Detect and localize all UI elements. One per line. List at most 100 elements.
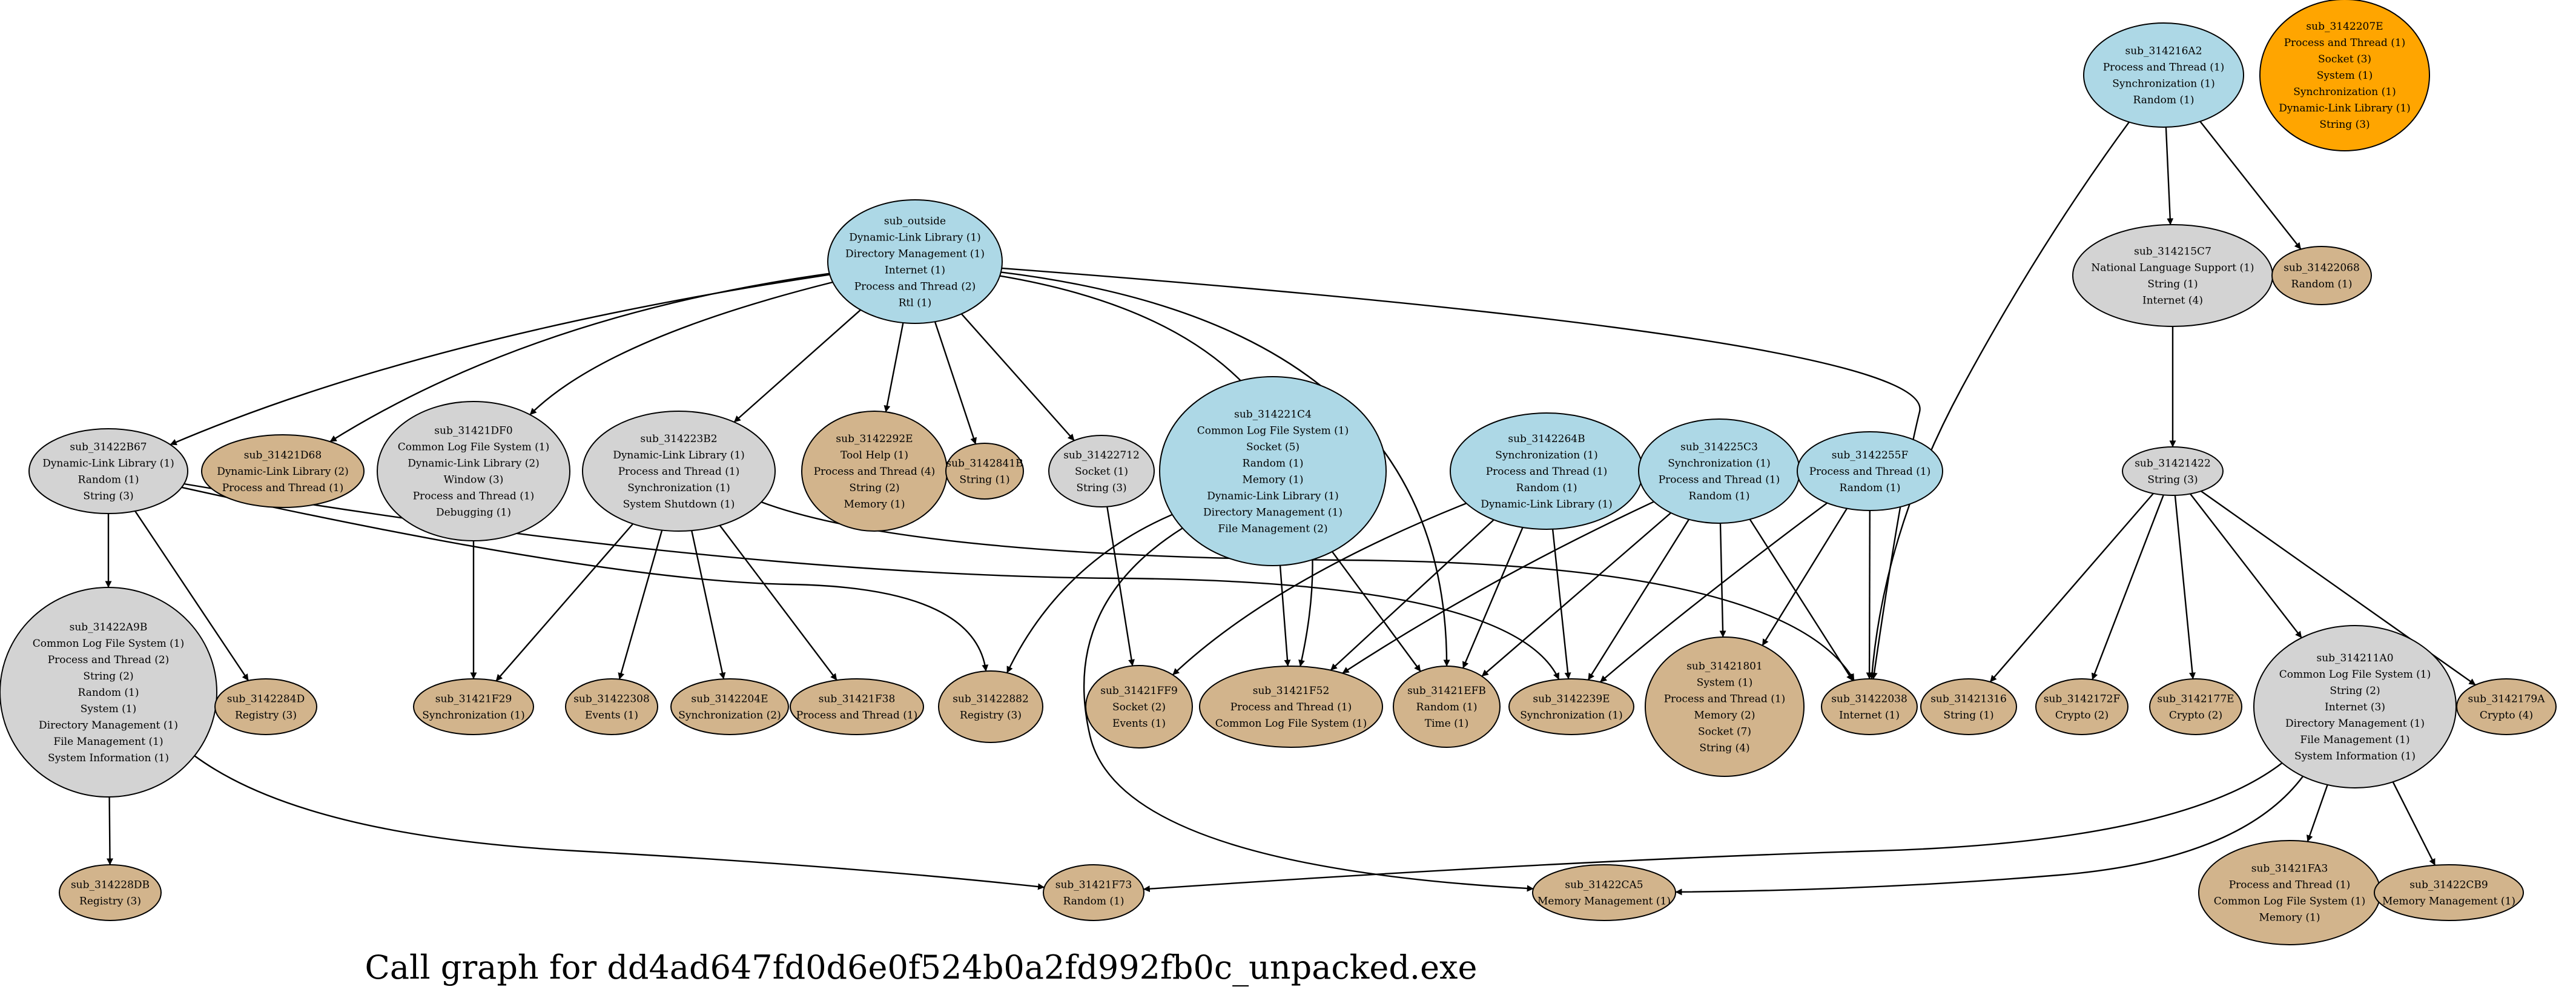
node-ellipse <box>1043 864 1144 921</box>
edge-sub_314225C3-to-sub_31421801 <box>1719 523 1726 638</box>
node-name: sub_3142255F <box>1832 449 1909 461</box>
node-api-category: Memory Management (1) <box>2382 896 2515 908</box>
edge-sub_outside-to-sub_3142841B <box>934 321 977 444</box>
node-api-category: String (2) <box>83 670 133 682</box>
node-api-category: Synchronization (1) <box>1668 458 1770 470</box>
node-api-category: Synchronization (1) <box>2112 78 2214 90</box>
node-ellipse <box>1199 666 1383 748</box>
node-name: sub_3142239E <box>1533 693 1610 706</box>
edge-sub_314223B2-to-sub_31421F38 <box>719 524 837 681</box>
node-api-category: Tool Help (1) <box>841 449 908 461</box>
node-api-category: Process and Thread (1) <box>2229 879 2351 891</box>
node-api-category: Crypto (2) <box>2055 710 2109 722</box>
node-ellipse <box>2072 224 2273 327</box>
node-name: sub_3142264B <box>1508 433 1585 445</box>
node-api-category: String (2) <box>849 482 899 494</box>
node-api-category: String (1) <box>959 474 1009 486</box>
node-api-category: Common Log File System (1) <box>1215 718 1367 730</box>
node-api-category: Dynamic-Link Library (2) <box>408 458 540 470</box>
node-api-category: Process and Thread (1) <box>222 482 344 494</box>
node-ellipse <box>2259 0 2430 151</box>
edge-sub_314225C3-to-sub_31421EFB <box>1481 512 1672 677</box>
edge-sub_314211A0-to-sub_31422CB9 <box>2392 781 2436 866</box>
edge-sub_outside-to-sub_314223B2 <box>733 309 861 423</box>
edge-sub_314221C4-to-sub_31422CA5 <box>1083 527 1534 892</box>
node-ellipse <box>827 199 1003 324</box>
edge-sub_314225C3-to-sub_3142239E <box>1587 519 1690 681</box>
node-api-category: Socket (7) <box>1698 726 1751 738</box>
edge-sub_3142264B-to-sub_3142239E <box>1551 529 1571 679</box>
node-ellipse <box>214 678 317 735</box>
node-name: sub_31421422 <box>2135 458 2211 470</box>
node-ellipse <box>1532 864 1676 921</box>
edge-sub_314225C3-to-sub_31422038 <box>1749 518 1854 681</box>
node-name: sub_3142177E <box>2157 693 2234 706</box>
node-api-category: String (3) <box>83 491 133 503</box>
node-name: sub_314221C4 <box>1234 409 1312 421</box>
node-api-category: Crypto (2) <box>2169 710 2222 722</box>
node-ellipse <box>1393 666 1501 748</box>
node-api-category: Process and Thread (1) <box>1664 693 1786 706</box>
node-api-category: Process and Thread (1) <box>1486 466 1608 478</box>
node-api-category: Registry (3) <box>235 710 297 722</box>
node-api-category: Process and Thread (1) <box>618 466 740 478</box>
node-api-category: Directory Management (1) <box>1203 507 1342 519</box>
node-ellipse <box>2083 22 2244 128</box>
node-api-category: Process and Thread (1) <box>1659 474 1780 486</box>
node-api-category: String (3) <box>2147 474 2198 486</box>
node-ellipse <box>582 411 776 532</box>
edge-sub_314216A2-to-sub_314215C7 <box>2165 127 2174 225</box>
node-ellipse <box>1638 418 1800 524</box>
node-api-category: Process and Thread (1) <box>1230 701 1352 713</box>
node-name: sub_31421FF9 <box>1100 685 1178 697</box>
node-ellipse <box>1821 678 1918 735</box>
node-name: sub_31422038 <box>1831 693 1907 706</box>
node-api-category: Dynamic-Link Library (1) <box>1481 498 1613 511</box>
node-ellipse <box>938 670 1043 743</box>
edge-sub_314225C3-to-sub_31421F52 <box>1342 501 1654 674</box>
node-api-category: Process and Thread (1) <box>413 491 535 503</box>
node-api-category: Common Log File System (1) <box>1197 425 1349 437</box>
node-api-category: System Information (1) <box>2294 750 2416 762</box>
node-api-category: Events (1) <box>1112 718 1166 730</box>
edge-sub_outside-to-sub_31422038 <box>1002 267 1921 679</box>
node-api-category: System Shutdown (1) <box>623 498 735 511</box>
node-name: sub_31422CB9 <box>2409 879 2488 891</box>
node-ellipse <box>670 678 789 735</box>
node-api-category: Synchronization (1) <box>422 710 524 722</box>
node-name: sub_31421801 <box>1686 661 1763 673</box>
node-name: sub_31421316 <box>1930 693 2007 706</box>
node-api-category: Memory (2) <box>1694 710 1755 722</box>
node-api-category: Crypto (4) <box>2480 710 2533 722</box>
edges <box>105 121 2476 896</box>
node-api-category: Socket (3) <box>2318 53 2371 65</box>
node-ellipse <box>0 587 217 798</box>
node-api-category: Internet (1) <box>1839 710 1900 722</box>
node-ellipse <box>1159 376 1387 566</box>
node-api-category: File Management (1) <box>2300 734 2409 746</box>
node-name: sub_314228DB <box>71 879 150 891</box>
node-name: sub_3142204E <box>691 693 768 706</box>
edge-sub_3142264B-to-sub_31421FF9 <box>1172 502 1467 676</box>
node-name: sub_314223B2 <box>640 433 717 445</box>
node-api-category: Memory (1) <box>844 498 905 511</box>
node-api-category: Random (1) <box>1840 482 1901 494</box>
